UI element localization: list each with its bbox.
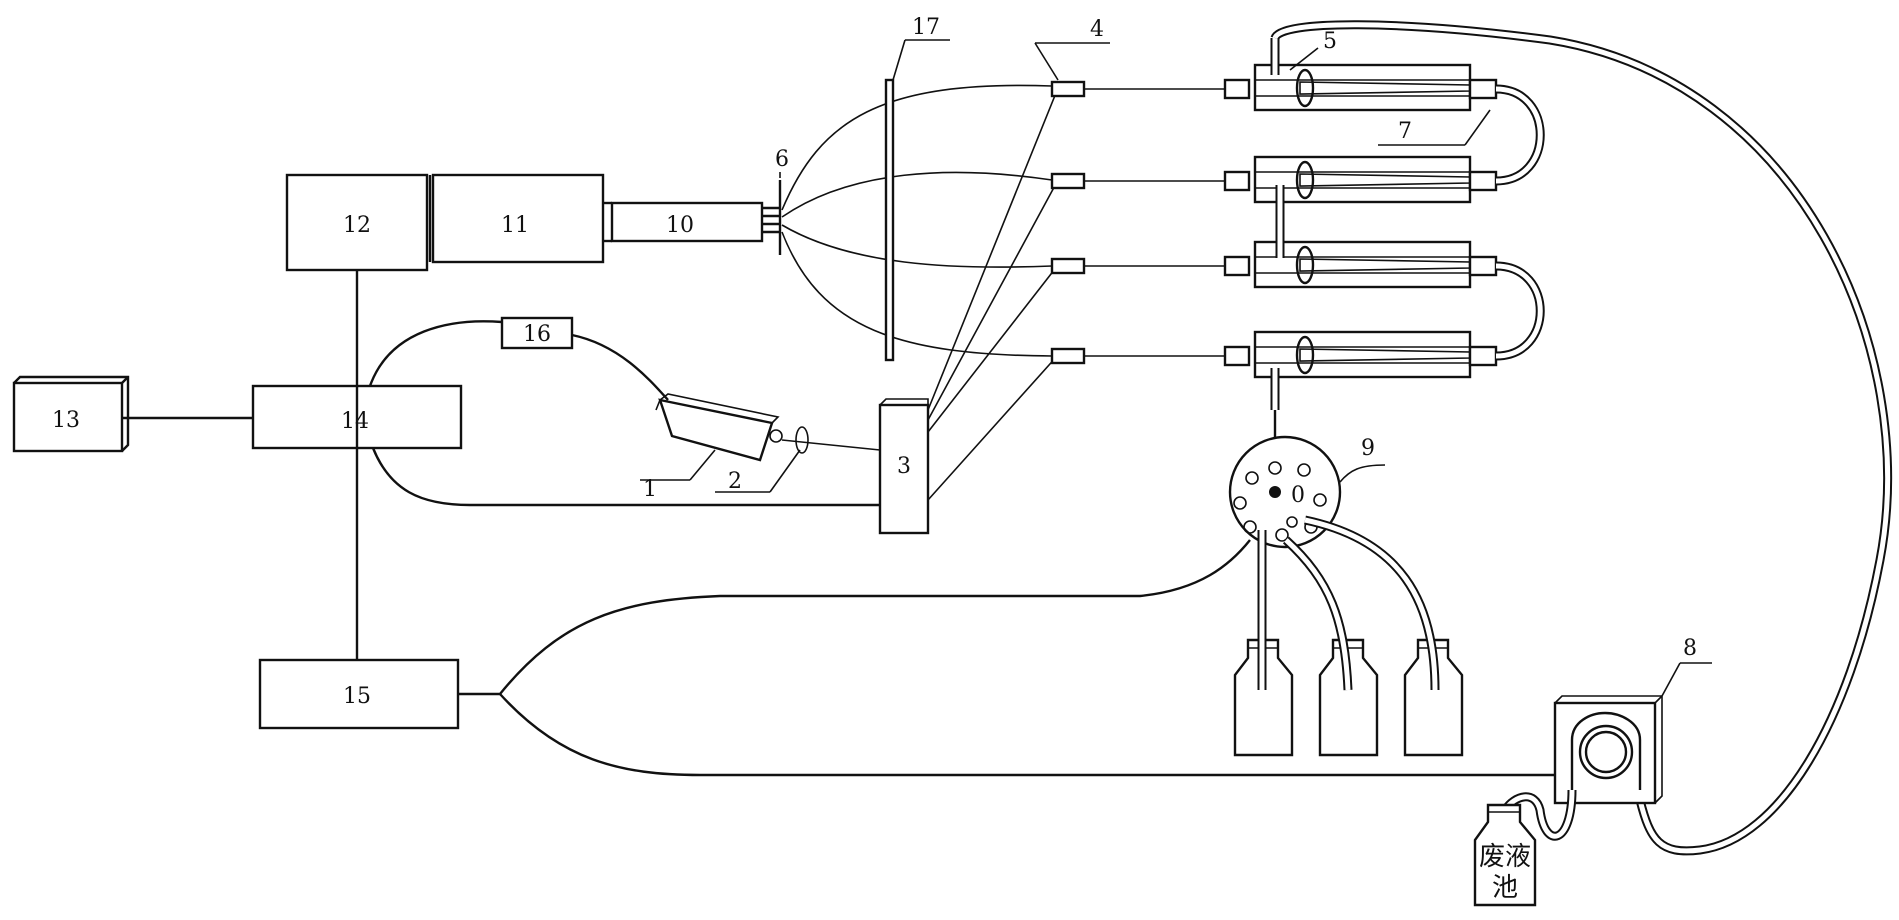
flow-cell-2 — [1223, 155, 1498, 204]
label-8: 8 — [1683, 636, 1697, 661]
valve-9: 0 9 — [1228, 435, 1386, 549]
flow-cell-1 — [1223, 63, 1498, 112]
waste-container: 废液 池 — [1473, 803, 1537, 907]
label-17: 17 — [912, 15, 940, 40]
waste-label-line1: 废液 — [1479, 842, 1531, 872]
plate-17: 17 — [884, 15, 950, 362]
fiber-bundle-6: 6 — [762, 84, 1053, 357]
label-1: 1 — [643, 477, 657, 502]
label-12: 12 — [343, 213, 371, 238]
bottle-3 — [1403, 638, 1464, 757]
label-7: 7 — [1398, 119, 1412, 144]
label-6: 6 — [775, 147, 789, 172]
label-4: 4 — [1090, 17, 1104, 42]
valve-port-label: 0 — [1291, 483, 1305, 508]
splitter-3: 3 — [878, 398, 930, 535]
label-11: 11 — [501, 213, 529, 238]
block-10: 10 — [603, 201, 764, 243]
label-5: 5 — [1323, 29, 1337, 54]
pump-8: 8 — [1501, 636, 1712, 841]
label-3: 3 — [897, 454, 911, 479]
flow-cell-4 — [1223, 330, 1498, 379]
connectors-4 — [1050, 80, 1225, 365]
block-11: 11 — [428, 173, 605, 264]
control-wiring — [122, 270, 1560, 777]
label-10: 10 — [666, 213, 694, 238]
label-13: 13 — [52, 408, 80, 433]
label-9: 9 — [1361, 436, 1375, 461]
return-tube — [1270, 20, 1892, 856]
label-15: 15 — [343, 684, 371, 709]
flow-cells: 5 7 — [1223, 29, 1545, 470]
block-15: 15 — [258, 658, 460, 730]
label-14: 14 — [341, 409, 369, 434]
waste-label-line2: 池 — [1492, 873, 1518, 903]
flow-cell-3 — [1223, 240, 1498, 289]
label-2: 2 — [728, 469, 742, 494]
fibers-to-connectors: 4 — [927, 17, 1110, 501]
block-16: 16 — [500, 316, 574, 350]
bottle-1 — [1233, 638, 1294, 757]
block-13: 13 — [12, 375, 130, 453]
block-12: 12 — [285, 173, 429, 272]
light-source-1: 1 — [640, 393, 783, 502]
label-16: 16 — [523, 322, 551, 347]
reagent-bottles — [1233, 515, 1464, 757]
lens-2: 2 — [715, 426, 881, 494]
